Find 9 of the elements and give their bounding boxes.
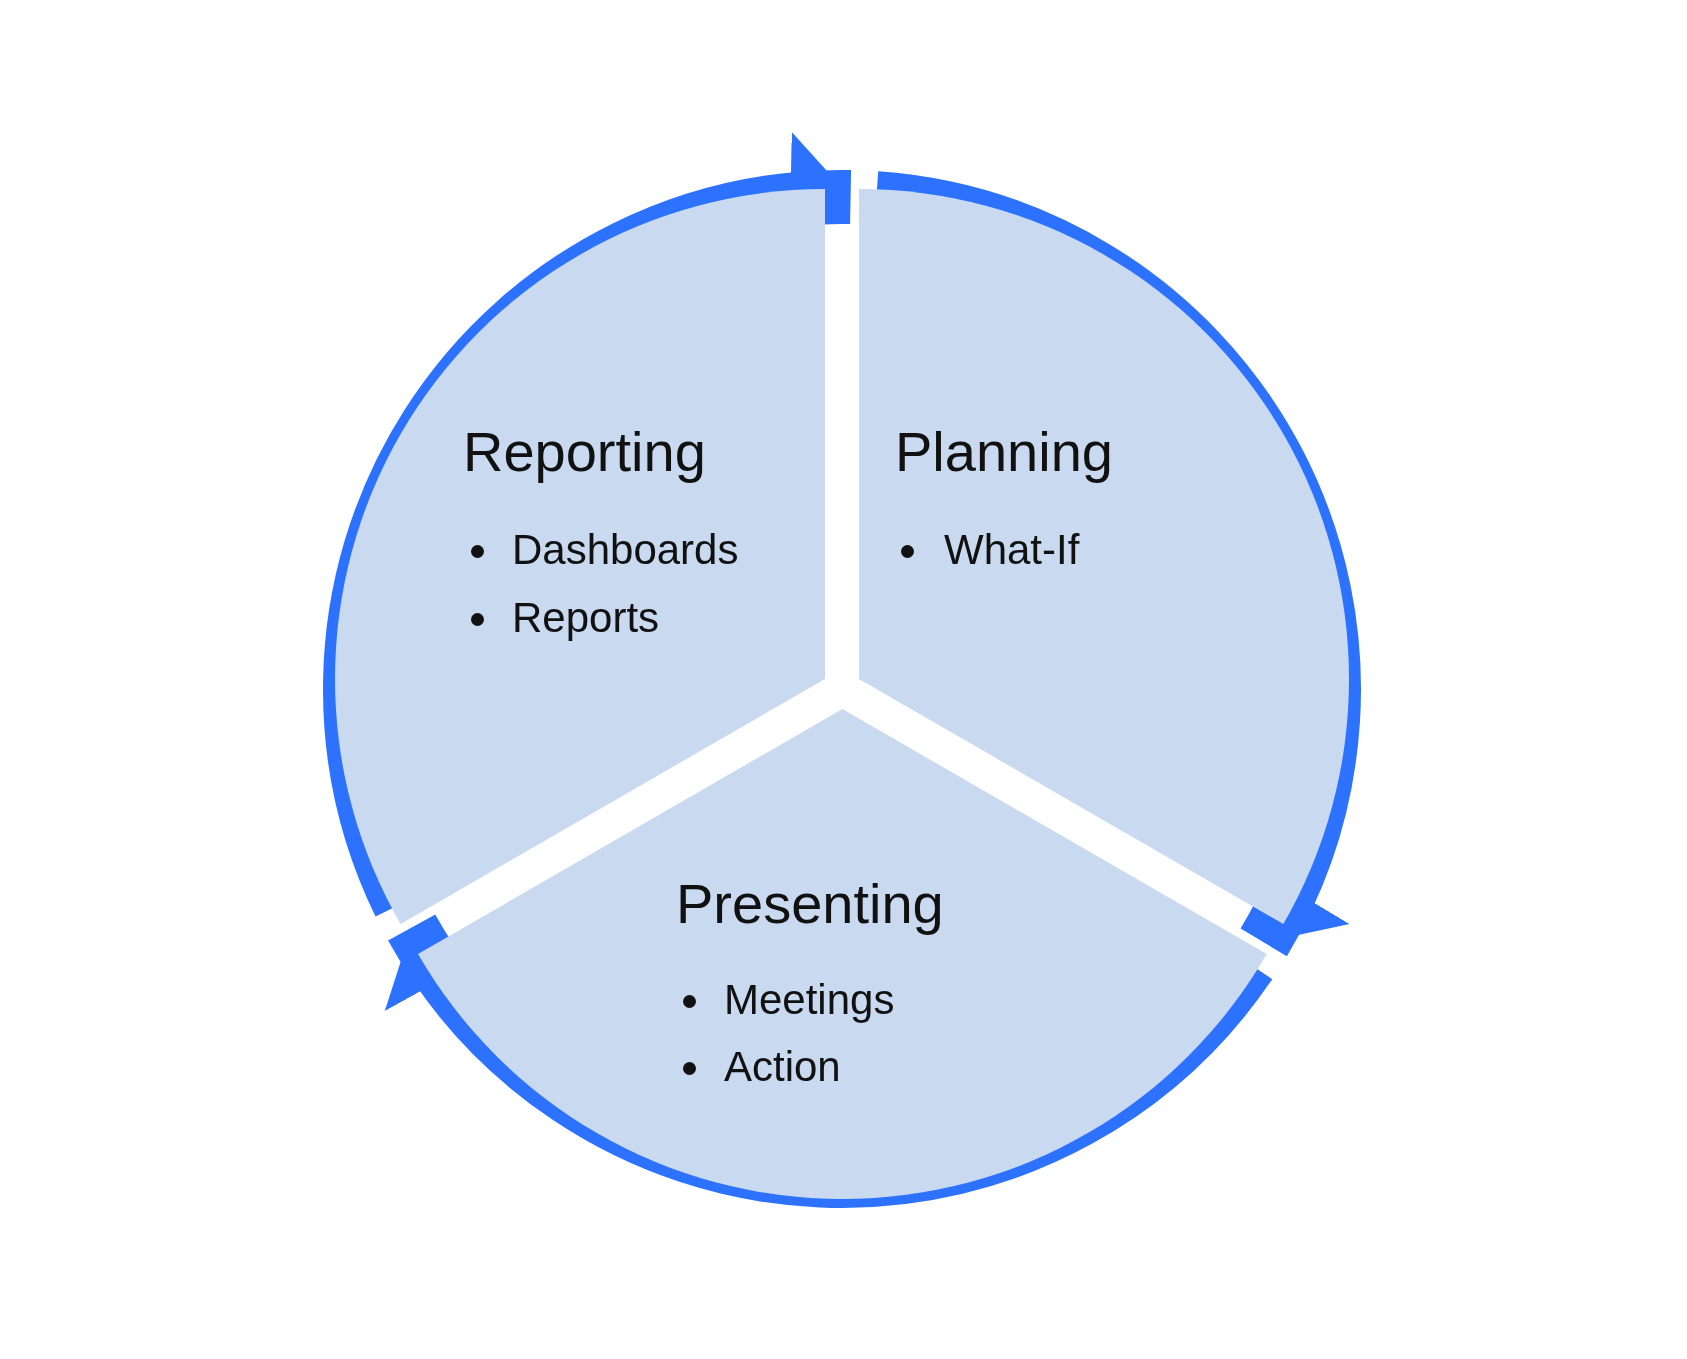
segment-title: Reporting [463,420,706,485]
segment-title: Planning [895,420,1113,485]
bullet-item: Dashboards [512,526,739,575]
bullet-item: Action [724,1043,841,1092]
bullet-item: Reports [512,594,660,643]
bullet-item: Meetings [724,976,895,1025]
pie-segment [417,709,1267,1199]
bullet-item: What-If [944,526,1080,575]
segment-title: Presenting [676,872,944,937]
